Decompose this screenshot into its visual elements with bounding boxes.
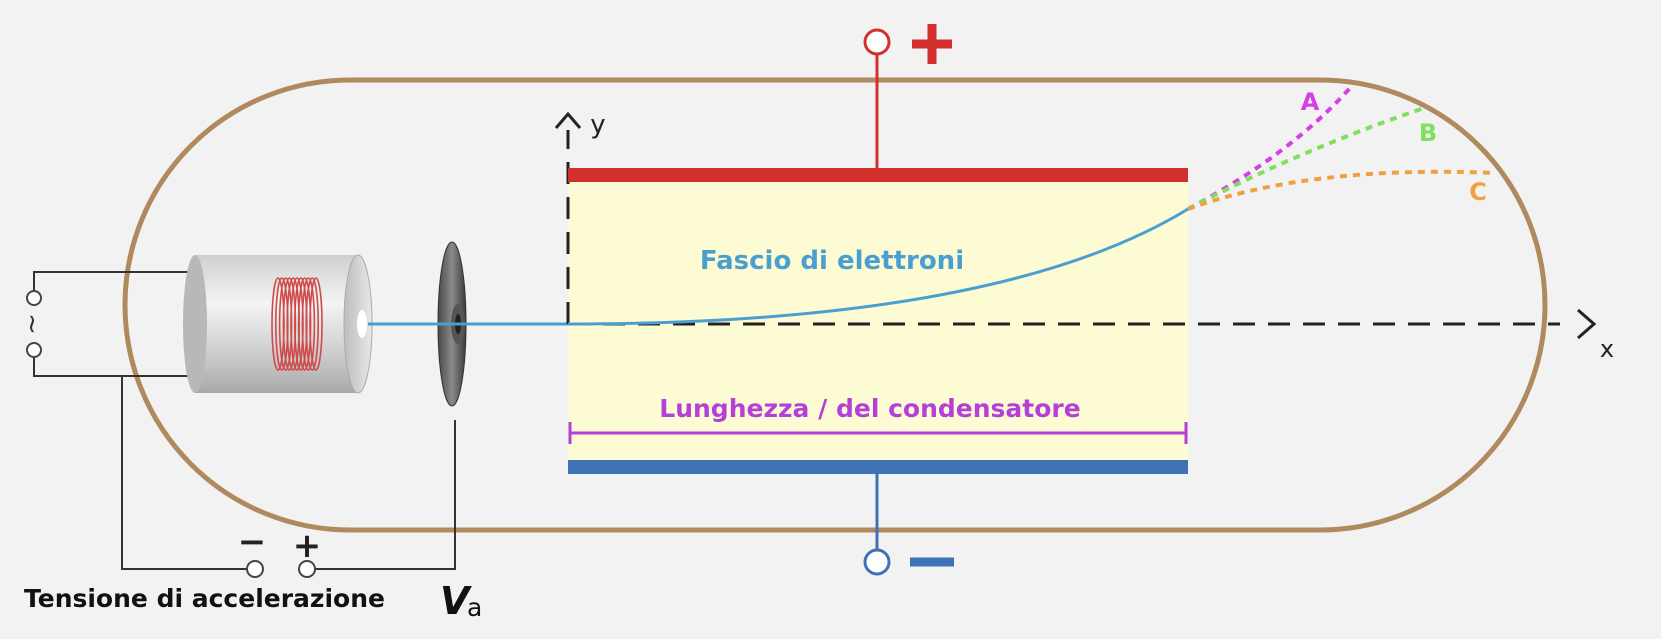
path-b [1187, 105, 1428, 211]
positive-sign-label: + [0, 0, 1, 1]
positive-terminal [863, 28, 891, 56]
negative-sign-label: − [0, 0, 1, 1]
x-axis-arrow [1577, 308, 1597, 340]
negative-terminal [863, 548, 891, 576]
path-a [1187, 86, 1352, 211]
y-axis-label: y [590, 110, 605, 140]
positive-sign [912, 24, 952, 64]
plus-terminal [298, 560, 316, 578]
path-c [1187, 169, 1496, 211]
plus-terminal-label: + [293, 526, 322, 566]
cathode-cylinder [183, 254, 373, 394]
capacitor-field-region [568, 172, 1188, 464]
filament-loop [305, 277, 320, 371]
voltage-symbol: V [440, 579, 472, 623]
negative-plate [568, 460, 1188, 474]
tube-outline [122, 77, 1548, 533]
length-dimension-line [568, 422, 1188, 444]
path-c-label: C [1469, 178, 1487, 206]
filament-loop [309, 277, 323, 371]
acceleration-wires [121, 376, 456, 570]
path-b-label: B [1419, 119, 1437, 147]
x-axis-label: x [1600, 335, 1614, 363]
electron-beam-curved [567, 207, 1189, 326]
minus-terminal-label: − [238, 522, 267, 562]
heater-filament [271, 277, 323, 371]
heater-terminal-top [26, 290, 42, 306]
minus-terminal [246, 560, 264, 578]
ac-symbol: ~ [17, 313, 47, 335]
heater-terminal-bottom [26, 342, 42, 358]
length-label: Lunghezza / del condensatore [659, 394, 1080, 423]
voltage-subscript: a [467, 593, 482, 622]
voltage-label: Tensione di accelerazione [24, 584, 385, 613]
beam-label: Fascio di elettroni [700, 246, 964, 276]
y-axis-arrow [554, 111, 582, 129]
positive-plate [568, 168, 1188, 182]
filament-loop [301, 277, 316, 371]
path-a-label: A [1301, 88, 1320, 116]
